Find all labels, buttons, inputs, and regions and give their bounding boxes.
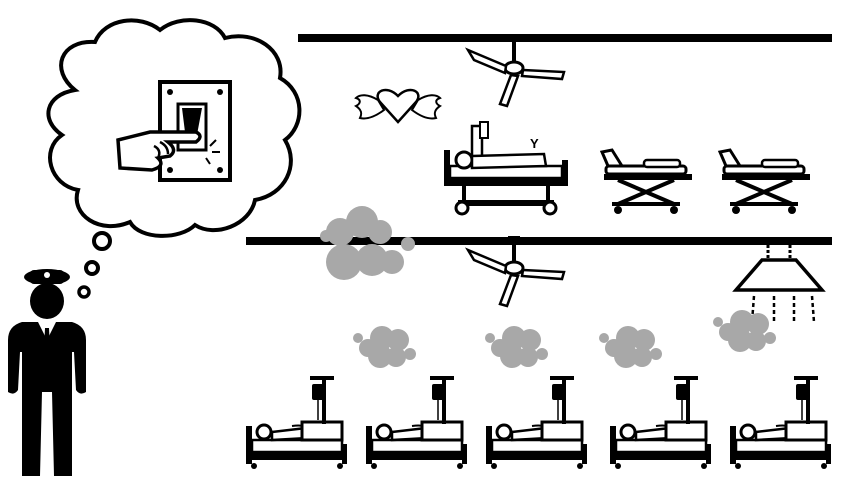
winged-heart-icon <box>354 88 442 124</box>
upper-floor-line <box>298 34 832 42</box>
patient-in-bed-with-iv-icon <box>244 374 349 471</box>
smoke-cloud-icon <box>353 326 416 368</box>
pointing-hand-icon <box>116 130 202 172</box>
patient-in-bed-with-iv-icon <box>728 374 833 471</box>
smoke-cloud-icon <box>713 310 776 352</box>
patient-in-bed-with-iv-icon <box>484 374 589 471</box>
patient-in-bed-with-iv-icon <box>608 374 713 471</box>
ceiling-fan-icon <box>466 234 566 308</box>
smoke-cloud-icon <box>485 326 548 368</box>
security-guard-icon <box>8 269 86 476</box>
lower-floor-line <box>246 237 832 245</box>
patient-in-bed-with-iv-icon <box>364 374 469 471</box>
hospital-bed-with-patient-icon: Y <box>444 121 568 216</box>
ceiling-fan-icon <box>466 34 566 108</box>
smoke-cloud-icon <box>599 326 662 368</box>
empty-stretcher-icon <box>600 148 694 216</box>
ceiling-light-icon <box>732 245 826 324</box>
empty-stretcher-icon <box>718 148 812 216</box>
smoke-cloud-icon <box>320 206 415 280</box>
bed-label: Y <box>530 136 539 151</box>
